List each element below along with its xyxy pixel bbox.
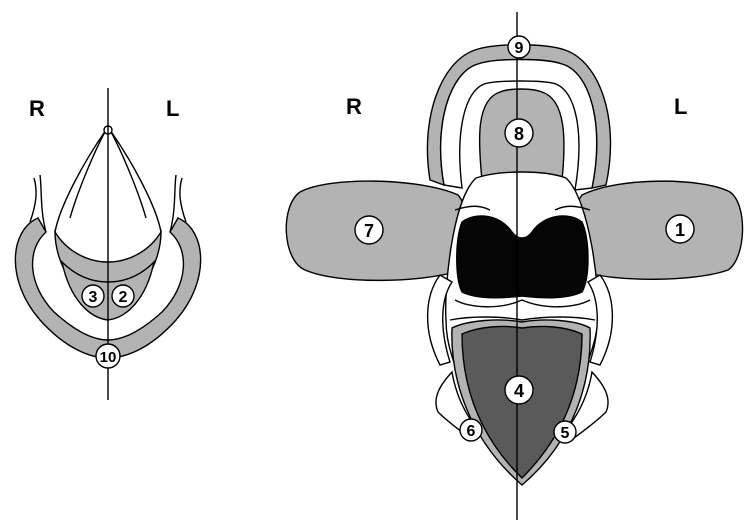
badge-1: 1: [666, 215, 694, 243]
right-view-l: L: [674, 94, 687, 119]
svg-text:1: 1: [675, 220, 685, 240]
badge-6: 6: [460, 419, 482, 441]
right-view: R L 9 8 7 1 4 6 5: [286, 12, 742, 520]
badge-8: 8: [505, 119, 533, 147]
badge-2: 2: [112, 285, 134, 307]
svg-text:7: 7: [364, 221, 374, 241]
svg-text:6: 6: [467, 423, 476, 440]
svg-text:3: 3: [89, 289, 98, 306]
left-view: R L 3 2 10: [15, 88, 200, 400]
svg-text:5: 5: [561, 425, 570, 442]
badge-7: 7: [355, 216, 383, 244]
badge-3: 3: [82, 285, 104, 307]
left-view-l: L: [166, 96, 179, 121]
badge-4: 4: [505, 376, 533, 404]
region-1-wing: [573, 181, 742, 279]
right-view-r: R: [346, 94, 362, 119]
svg-text:9: 9: [515, 40, 524, 57]
svg-text:10: 10: [100, 349, 117, 366]
svg-text:4: 4: [514, 381, 524, 401]
svg-text:8: 8: [514, 124, 524, 144]
badge-5: 5: [554, 421, 576, 443]
svg-text:2: 2: [119, 289, 128, 306]
badge-9: 9: [508, 36, 530, 58]
left-view-r: R: [29, 96, 45, 121]
badge-10: 10: [96, 344, 120, 368]
